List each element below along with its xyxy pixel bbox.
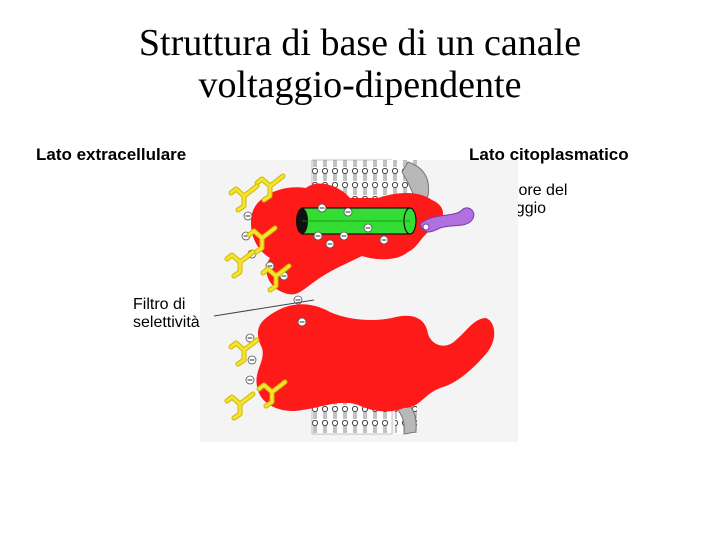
title-line-2: voltaggio-dipendente (198, 64, 522, 106)
title-line-1: Struttura di base di un canale (138, 22, 582, 64)
cytoplasmic-side-label: Lato citoplasmatico (469, 145, 629, 164)
sensor-cylinder (296, 207, 417, 235)
extracellular-side-label: Lato extracellulare (36, 145, 187, 164)
selectivity-filter-label-line-1: Filtro di (133, 296, 186, 313)
selectivity-filter-label-line-2: selettività (133, 314, 200, 331)
selectivity-filter-pointer (213, 299, 315, 317)
voltage-sensor-head (422, 223, 430, 231)
selectivity-filter-label: Filtro di selettività (133, 296, 200, 332)
voltage-sensor-shape (419, 207, 475, 233)
protein-lower-subunit (256, 304, 495, 412)
page-title: Struttura di base di un canale voltaggio… (0, 22, 720, 106)
